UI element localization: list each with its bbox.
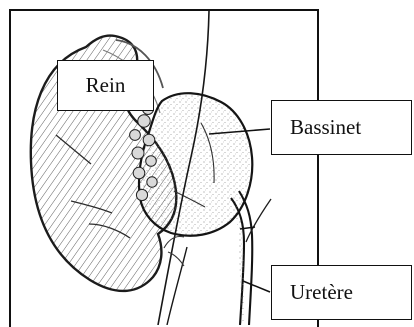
kidney-label: Rein <box>57 60 154 111</box>
ureter-label: Uretère <box>271 265 412 320</box>
renal-pelvis-label-text: Bassinet <box>290 117 361 138</box>
ureter-label-text: Uretère <box>290 282 353 303</box>
renal-pelvis-label: Bassinet <box>271 100 412 155</box>
kidney-label-text: Rein <box>86 75 126 96</box>
renal-pelvis-shape <box>139 93 252 236</box>
